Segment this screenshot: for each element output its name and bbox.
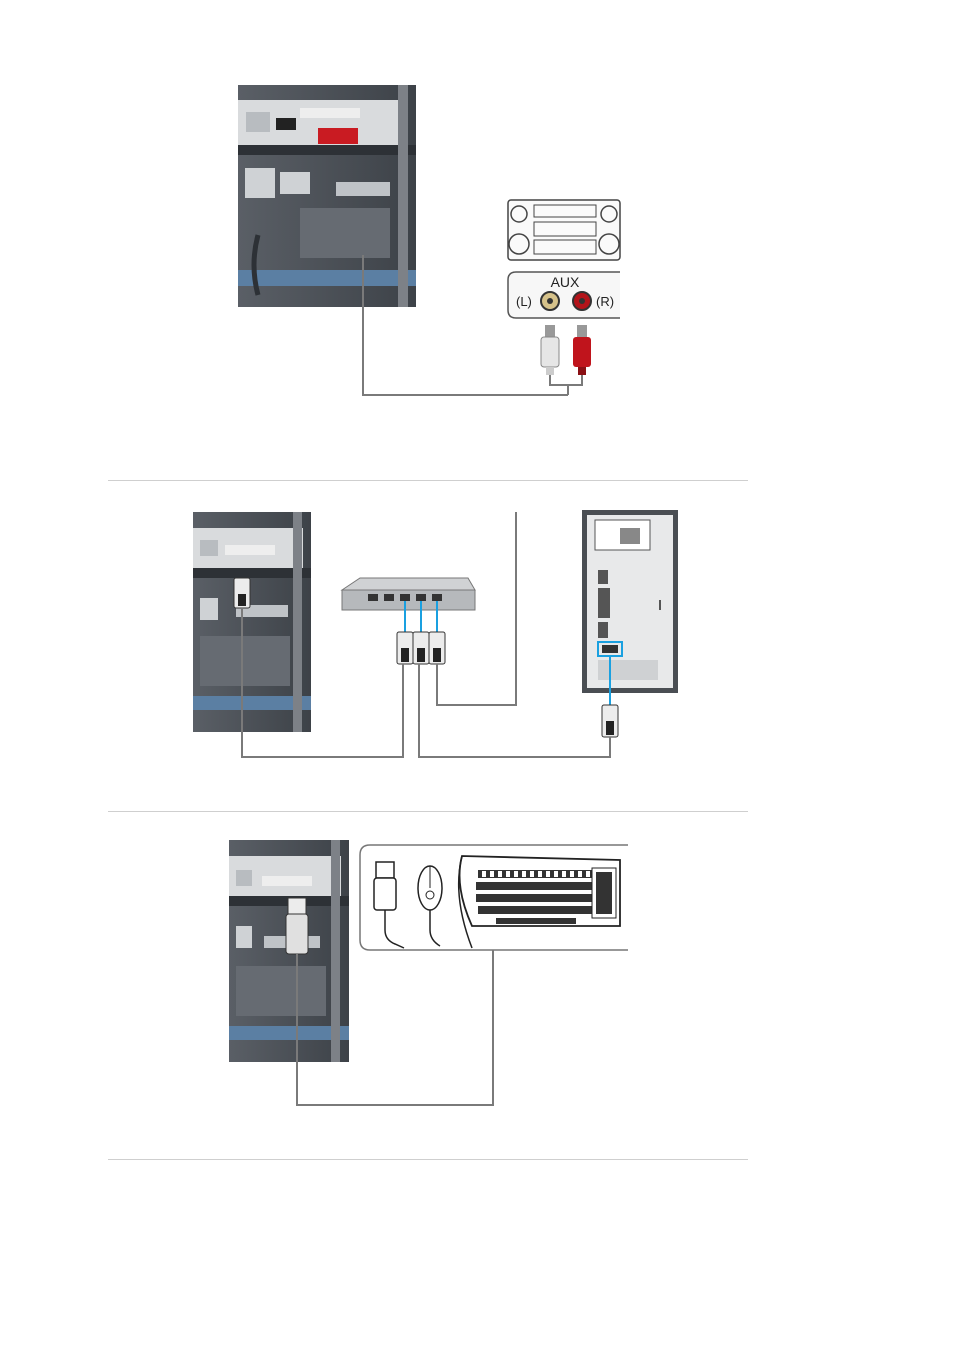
section-divider-3: [108, 1159, 748, 1160]
pc-tower-icon: [582, 510, 678, 693]
rj45-plug-pc-icon: [602, 705, 618, 737]
aux-label: AUX: [551, 274, 580, 290]
monitor-back-panel-lan: [193, 512, 311, 732]
rj45-plugs-hub-icon: [397, 632, 445, 664]
monitor-back-panel-audio: [238, 85, 416, 307]
usb-plug-monitor-icon: [286, 898, 308, 954]
aux-right-label: (R): [596, 294, 614, 309]
aux-left-label: (L): [516, 294, 532, 309]
stereo-system-icon: [508, 200, 620, 260]
rca-plug-white-icon: [541, 325, 559, 375]
section-divider-1: [108, 480, 748, 481]
network-hub-icon: [342, 578, 475, 610]
rj45-plug-monitor-icon: [234, 578, 250, 608]
section-divider-2: [108, 811, 748, 812]
rca-plug-red-icon: [573, 325, 591, 375]
aux-input-panel: AUX (L) (R): [508, 272, 620, 318]
